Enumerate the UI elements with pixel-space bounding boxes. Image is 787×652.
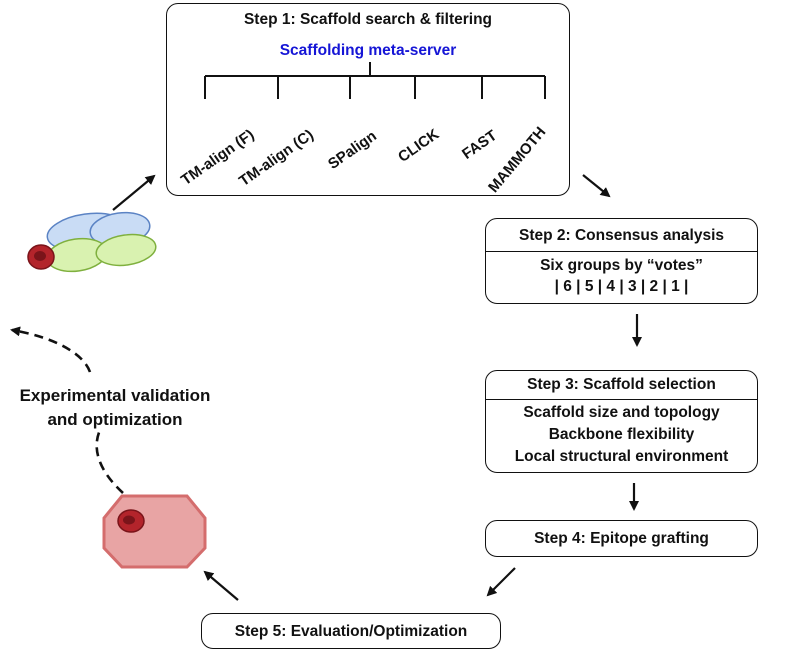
meta-server-label: Scaffolding meta-server bbox=[279, 42, 457, 59]
arrow-step1-to-step2 bbox=[582, 174, 611, 198]
step4-title: Step 4: Epitope grafting bbox=[534, 530, 709, 547]
arrow-step5-to-scaffold bbox=[203, 570, 239, 601]
step3-box: Step 3: Scaffold selection Scaffold size… bbox=[485, 370, 758, 473]
step1-box: Step 1: Scaffold search & filtering Scaf… bbox=[166, 3, 570, 196]
step4-box: Step 4: Epitope grafting bbox=[485, 520, 758, 557]
validation-label-line1: Experimental validation bbox=[19, 386, 211, 405]
meta-server-tree bbox=[204, 62, 546, 99]
step3-title: Step 3: Scaffold selection bbox=[527, 376, 716, 393]
step5-title: Step 5: Evaluation/Optimization bbox=[234, 623, 468, 640]
arrow-antibody-to-step1 bbox=[112, 174, 156, 211]
step2-title: Step 2: Consensus analysis bbox=[518, 227, 725, 244]
step1-title: Step 1: Scaffold search & filtering bbox=[243, 11, 493, 28]
step2-divider bbox=[486, 251, 757, 252]
validation-dashed-arrow bbox=[12, 330, 124, 494]
step3-criterion-2: Backbone flexibility bbox=[548, 426, 695, 443]
step3-criterion-3: Local structural environment bbox=[514, 448, 729, 465]
arrow-step4-to-step5 bbox=[486, 567, 516, 597]
step2-groups-label: | 6 | 5 | 4 | 3 | 2 | 1 | bbox=[554, 278, 689, 295]
step3-divider bbox=[486, 399, 757, 400]
designed-scaffold-icon bbox=[102, 494, 207, 569]
step2-votes-label: Six groups by “votes” bbox=[540, 257, 703, 274]
validation-label-line2: and optimization bbox=[47, 410, 183, 429]
step5-box: Step 5: Evaluation/Optimization bbox=[201, 613, 501, 649]
antibody-icon bbox=[27, 211, 157, 273]
step3-criterion-1: Scaffold size and topology bbox=[523, 404, 720, 421]
step2-box: Step 2: Consensus analysis Six groups by… bbox=[485, 218, 758, 304]
